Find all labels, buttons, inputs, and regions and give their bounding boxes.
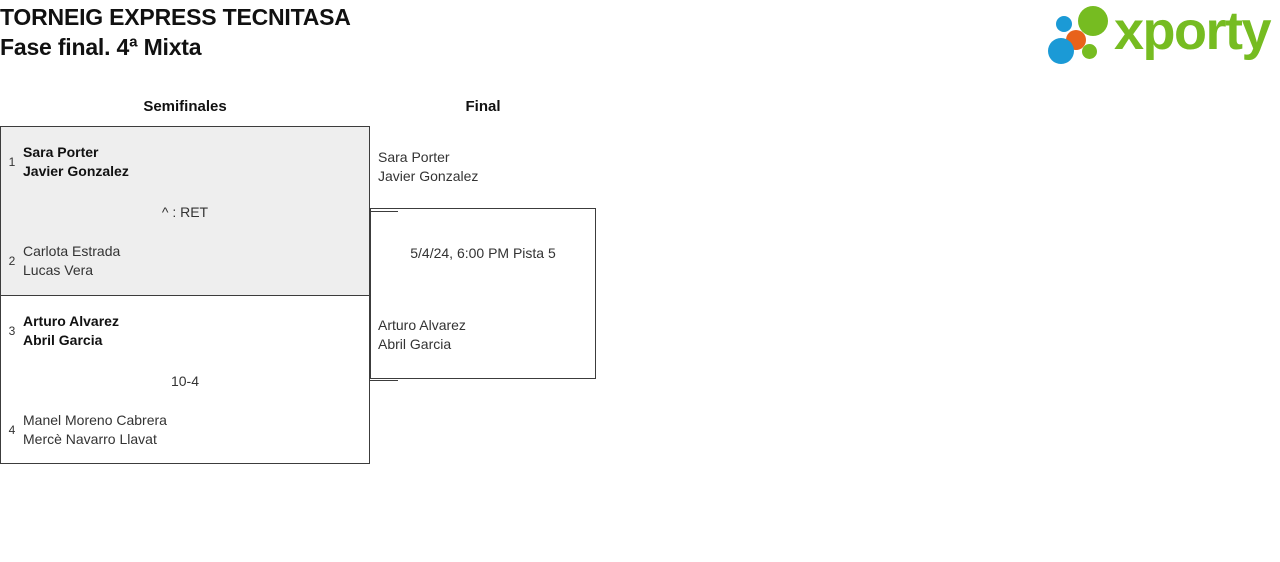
player-name: Arturo Alvarez	[23, 313, 119, 329]
player-name: Javier Gonzalez	[23, 163, 129, 179]
tournament-bracket: 1 Sara Porter Javier Gonzalez ^ : RET 2 …	[0, 126, 1280, 486]
player-name: Abril Garcia	[23, 332, 103, 348]
player-name: Lucas Vera	[23, 262, 94, 278]
player-name: Sara Porter	[378, 149, 450, 165]
match-score: 10-4	[170, 373, 200, 389]
match-team-bottom[interactable]: 4 Manel Moreno Cabrera Mercè Navarro Lla…	[1, 407, 369, 453]
logo-dot-blue-small	[1056, 16, 1072, 32]
final-team-bottom[interactable]: Arturo Alvarez Abril Garcia	[378, 316, 466, 354]
match-team-top[interactable]: 3 Arturo Alvarez Abril Garcia	[1, 308, 369, 354]
xporty-logo[interactable]: xporty	[1042, 1, 1274, 64]
player-name: Sara Porter	[23, 144, 99, 160]
round-header-semifinals: Semifinales	[143, 98, 227, 115]
player-name: Abril Garcia	[378, 336, 452, 352]
final-schedule: 5/4/24, 6:00 PM Pista 5	[410, 245, 556, 261]
match-semifinal-2[interactable]: 3 Arturo Alvarez Abril Garcia 10-4 4 Man…	[0, 295, 370, 464]
logo-dot-blue-large	[1048, 38, 1074, 64]
tournament-name: TORNEIG EXPRESS TECNITASA	[0, 4, 351, 30]
logo-dot-green-small	[1082, 44, 1097, 59]
team-names: Manel Moreno Cabrera Mercè Navarro Llava…	[23, 411, 167, 449]
page-header: TORNEIG EXPRESS TECNITASA Fase final. 4ª…	[0, 0, 1280, 88]
xporty-wordmark: xporty	[1114, 1, 1272, 61]
player-name: Arturo Alvarez	[378, 317, 466, 333]
final-team-top[interactable]: Sara Porter Javier Gonzalez	[378, 148, 478, 186]
seed-number: 2	[8, 254, 16, 268]
tournament-phase: Fase final. 4ª Mixta	[0, 34, 202, 60]
match-team-top[interactable]: 1 Sara Porter Javier Gonzalez	[1, 139, 369, 185]
round-final: Sara Porter Javier Gonzalez 5/4/24, 6:00…	[370, 126, 596, 464]
match-score: ^ : RET	[161, 204, 209, 220]
round-header-final: Final	[465, 98, 501, 115]
team-names: Sara Porter Javier Gonzalez	[23, 143, 129, 181]
logo-dot-green-large	[1078, 6, 1108, 36]
xporty-dots-icon	[1048, 4, 1114, 64]
team-names: Arturo Alvarez Abril Garcia	[23, 312, 119, 350]
round-semifinals: 1 Sara Porter Javier Gonzalez ^ : RET 2 …	[0, 126, 370, 464]
tournament-title-block: TORNEIG EXPRESS TECNITASA Fase final. 4ª…	[0, 2, 351, 62]
bracket-connector-semifinal-1	[370, 211, 398, 212]
team-names: Carlota Estrada Lucas Vera	[23, 242, 120, 280]
player-name: Javier Gonzalez	[378, 168, 479, 184]
match-semifinal-1[interactable]: 1 Sara Porter Javier Gonzalez ^ : RET 2 …	[0, 126, 370, 295]
player-name: Manel Moreno Cabrera	[23, 412, 167, 428]
seed-number: 3	[8, 324, 16, 338]
match-final[interactable]	[370, 208, 596, 379]
match-team-bottom[interactable]: 2 Carlota Estrada Lucas Vera	[1, 238, 369, 284]
player-name: Carlota Estrada	[23, 243, 121, 259]
player-name: Mercè Navarro Llavat	[23, 431, 157, 447]
seed-number: 1	[8, 155, 16, 169]
bracket-connector-semifinal-2	[370, 380, 398, 381]
seed-number: 4	[8, 423, 16, 437]
